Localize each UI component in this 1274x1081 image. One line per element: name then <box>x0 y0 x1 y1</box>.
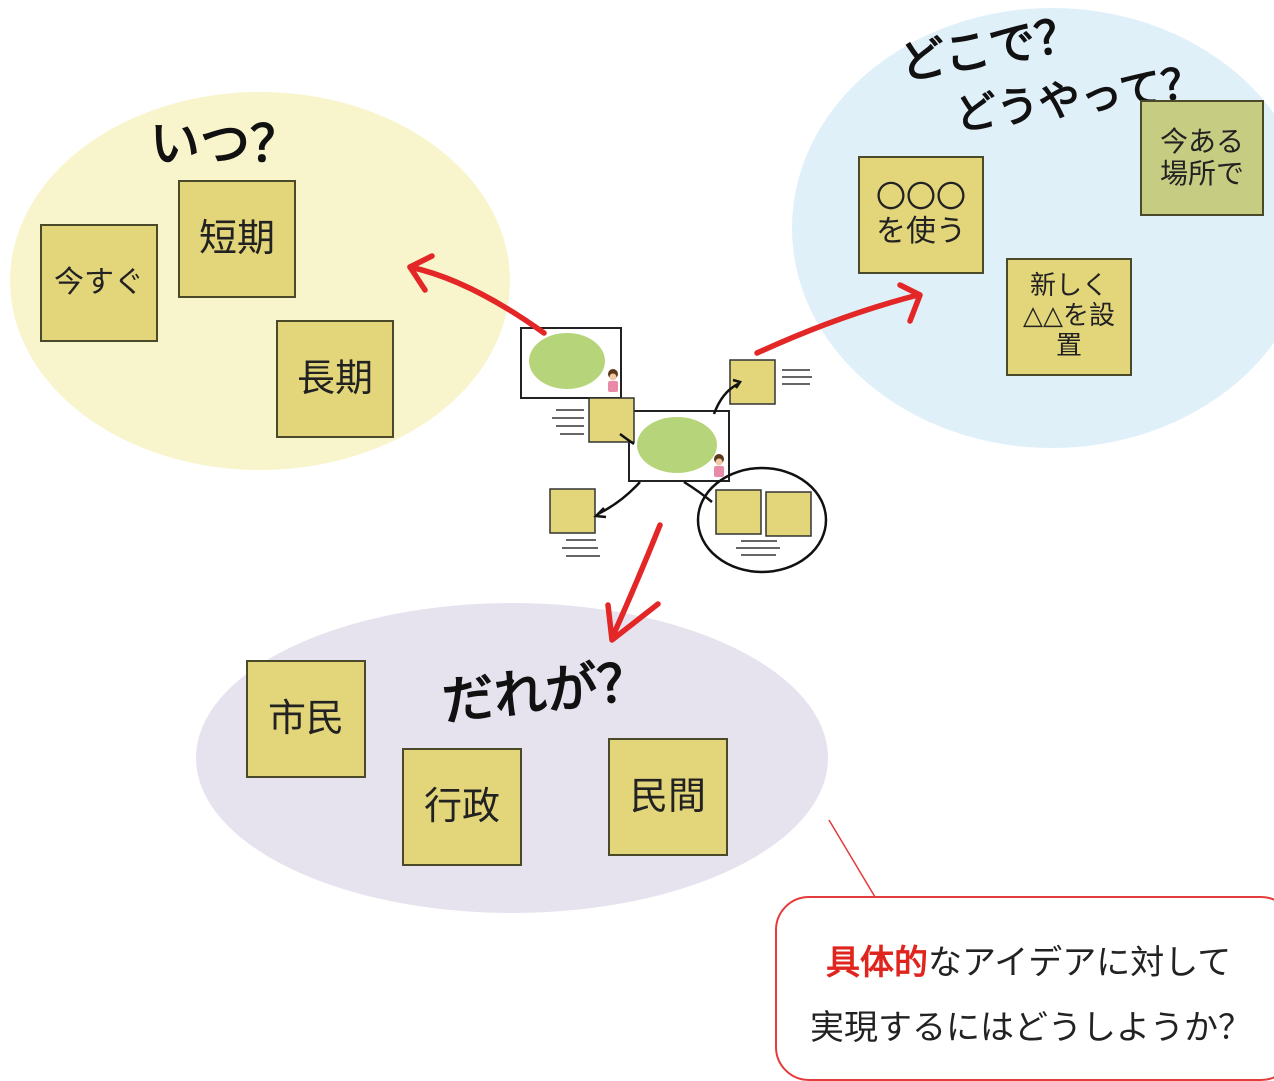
callout-line-1-rest: なアイデアに対して <box>928 943 1232 983</box>
mini-arrows <box>593 378 742 519</box>
mini-note <box>588 397 635 443</box>
mini-note <box>549 488 596 534</box>
callout-line-1: 具体的なアイデアに対して <box>826 935 1231 984</box>
callout-box <box>775 896 1274 1081</box>
arrow-to-who <box>609 522 663 641</box>
person-icon <box>608 369 618 392</box>
note-long-term: 長期 <box>276 320 394 438</box>
note-short-term: 短期 <box>178 180 296 298</box>
mini-ellipse-left <box>529 333 605 389</box>
person-icon <box>714 454 724 477</box>
mini-group-circle <box>696 466 828 574</box>
callout-emphasis: 具体的 <box>826 943 928 983</box>
note-existing-place: 今ある場所で <box>1140 100 1264 216</box>
mini-text-lines <box>552 369 812 557</box>
mini-ellipse-right <box>637 417 717 473</box>
arrow-to-when <box>407 264 547 336</box>
mini-note <box>765 491 812 537</box>
note-now: 今すぐ <box>40 224 158 342</box>
arrow-to-where <box>754 292 921 356</box>
note-use-ooo: 〇〇〇を使う <box>858 156 984 274</box>
note-citizens: 市民 <box>246 660 366 778</box>
mini-note <box>715 489 762 535</box>
callout-line-2: 実現するにはどうしようか？ <box>810 1008 1252 1048</box>
note-private-sector: 民間 <box>608 738 728 856</box>
when-heading: いつ？ <box>150 115 300 173</box>
red-arrows <box>407 253 923 643</box>
note-government: 行政 <box>402 748 522 866</box>
note-install-new: 新しく△△を設置 <box>1006 258 1132 376</box>
